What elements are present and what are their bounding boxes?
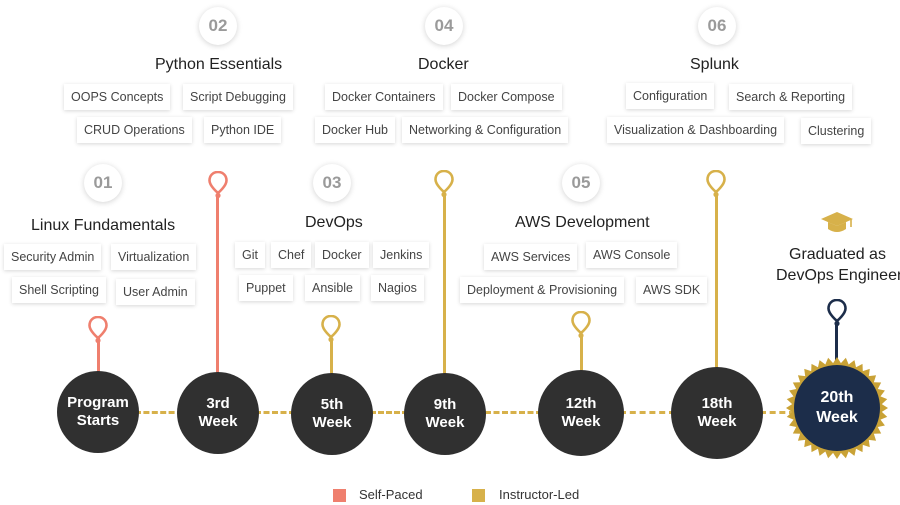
legend-swatch-self-paced [333, 489, 346, 502]
topic-tag: User Admin [116, 279, 195, 305]
milestone-number: 02 [199, 7, 237, 45]
topic-tag: CRUD Operations [77, 117, 192, 143]
topic-tag: Docker Hub [315, 117, 395, 143]
node-label: 18th [701, 395, 733, 412]
topic-tag: Security Admin [4, 244, 102, 270]
milestone-number: 04 [425, 7, 463, 45]
stem-line [216, 194, 219, 374]
milestone-number: 01 [84, 164, 122, 202]
stem-line [97, 338, 100, 378]
legend-label-instructor-led: Instructor-Led [499, 487, 580, 502]
topic-tag: AWS Console [586, 242, 678, 268]
timeline-dash [620, 411, 675, 414]
node-label: Starts [76, 412, 120, 429]
stem-line [330, 338, 333, 378]
topic-tag: Docker Compose [451, 84, 562, 110]
node-label: Week [425, 414, 465, 431]
topic-tag: Shell Scripting [12, 277, 106, 303]
node-label: Week [697, 413, 737, 430]
stem-line [835, 322, 838, 364]
legend-swatch-instructor-led [472, 489, 485, 502]
topic-tag: Puppet [239, 275, 293, 301]
timeline-dash [370, 411, 408, 414]
topic-tag: Chef [271, 242, 312, 268]
legend-label-self-paced: Self-Paced [359, 487, 423, 502]
graduation-line-1: Graduated as [789, 246, 886, 263]
timeline-dash [135, 411, 183, 414]
topic-tag: Virtualization [111, 244, 197, 270]
node-label: Week [561, 413, 601, 430]
topic-tag: Visualization & Dashboarding [607, 117, 785, 143]
graduation-line-2: DevOps Engineer [776, 267, 900, 284]
milestone-title: AWS Development [515, 214, 650, 231]
topic-tag: Search & Reporting [729, 84, 853, 110]
instructor-led-pin-icon [321, 315, 341, 343]
topic-tag: Deployment & Provisioning [460, 277, 625, 303]
topic-tag: Ansible [305, 275, 360, 301]
instructor-led-pin-icon [706, 170, 726, 198]
milestone-title: Docker [418, 56, 469, 73]
topic-tag: Clustering [801, 118, 872, 144]
milestone-number: 03 [313, 164, 351, 202]
stem-line [715, 194, 718, 374]
milestone-title: Python Essentials [155, 56, 283, 73]
instructor-led-pin-icon [571, 311, 591, 339]
node-label: Program [67, 394, 129, 411]
milestone-title: DevOps [305, 214, 363, 231]
node-label: Week [816, 409, 858, 426]
node-label: 20th [820, 389, 854, 406]
stem-line [580, 334, 583, 374]
timeline-dash [485, 411, 542, 414]
self-paced-pin-icon [88, 316, 108, 344]
topic-tag: Nagios [371, 275, 424, 301]
node-label: Week [312, 414, 352, 431]
node-week-20-seal [786, 357, 888, 459]
node-label: 5th [320, 396, 344, 413]
milestone-title: Linux Fundamentals [31, 217, 176, 234]
topic-tag: Script Debugging [183, 84, 293, 110]
node-label: Week [198, 413, 238, 430]
topic-tag: Python IDE [204, 117, 282, 143]
topic-tag: Configuration [626, 83, 715, 109]
topic-tag: Docker Containers [325, 84, 443, 110]
milestone-number: 06 [698, 7, 736, 45]
topic-tag: OOPS Concepts [64, 84, 171, 110]
graduation-pin-icon [827, 299, 847, 327]
timeline-dash [760, 411, 795, 414]
node-label: 9th [433, 396, 457, 413]
self-paced-pin-icon [208, 171, 228, 199]
topic-tag: Networking & Configuration [402, 117, 569, 143]
topic-tag: AWS Services [484, 244, 578, 270]
milestone-title: Splunk [690, 56, 739, 73]
topic-tag: Jenkins [373, 242, 430, 268]
graduation-cap-icon [821, 212, 853, 232]
instructor-led-pin-icon [434, 170, 454, 198]
node-label: 12th [565, 395, 597, 412]
topic-tag: AWS SDK [636, 277, 708, 303]
topic-tag: Docker [315, 242, 369, 268]
topic-tag: Git [235, 242, 265, 268]
timeline-dash [255, 411, 295, 414]
milestone-number: 05 [562, 164, 600, 202]
node-label: 3rd [206, 395, 230, 412]
stem-line [443, 194, 446, 374]
